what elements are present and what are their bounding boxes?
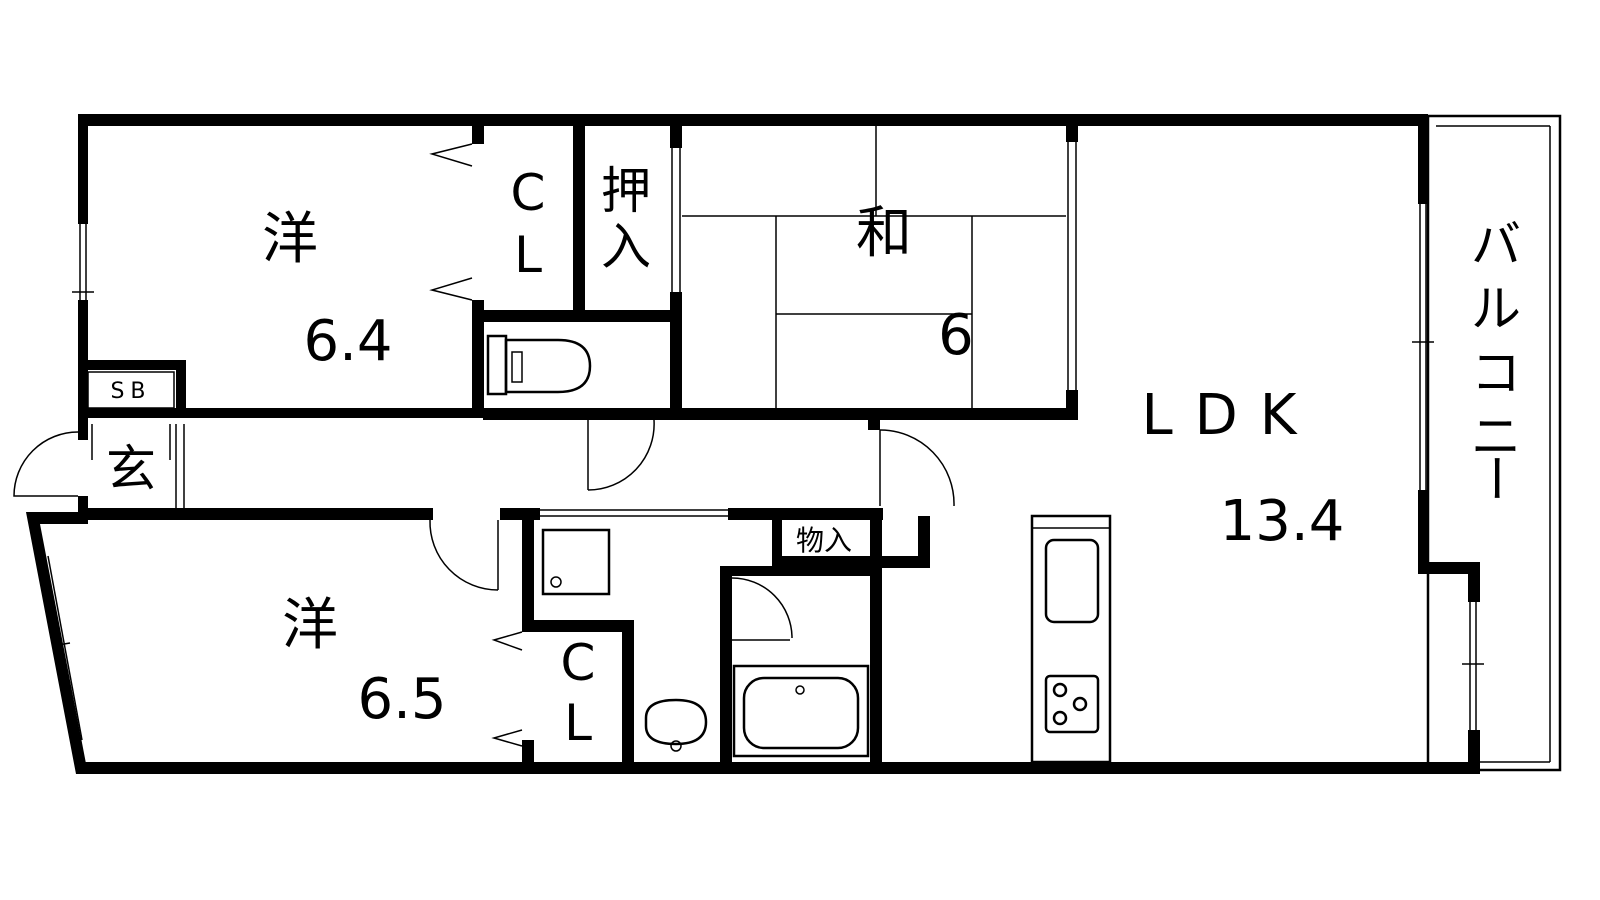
balcony-char-3: コ <box>1471 344 1521 402</box>
windows <box>41 114 1562 772</box>
japanese-name: 和 <box>856 201 912 266</box>
balcony-char-4: ニ <box>1471 408 1521 466</box>
sb-label: SB <box>110 379 151 404</box>
western-upper-size: 6.4 <box>303 309 392 374</box>
labels: 洋 6.4 C L 押 入 和 6 LDK 13.4 バ ル コ ニ ー SB … <box>106 162 1524 752</box>
western-upper-name: 洋 <box>262 207 318 272</box>
washbasin-icon <box>541 528 708 752</box>
cl-lower-c: C <box>561 634 596 692</box>
oshiire-bottom: 入 <box>601 218 651 276</box>
oshiire-top: 押 <box>601 162 651 220</box>
toilet-icon <box>486 334 592 396</box>
interior-walls <box>78 126 1078 774</box>
ldk-size: 13.4 <box>1220 489 1345 554</box>
balcony-char-2: ル <box>1471 280 1521 338</box>
western-lower-name: 洋 <box>282 593 338 658</box>
bathtub-icon <box>732 664 870 758</box>
cl-upper-l: L <box>514 226 542 284</box>
storage-label: 物入 <box>796 524 852 557</box>
western-lower-size: 6.5 <box>357 667 446 732</box>
doors <box>13 419 955 641</box>
ldk-name: LDK <box>1141 383 1318 448</box>
japanese-size: 6 <box>938 303 974 368</box>
genkan-label: 玄 <box>106 440 156 498</box>
kitchen-counter <box>1030 514 1112 764</box>
tatami-lines <box>682 126 1066 408</box>
balcony-char-5: ー <box>1466 453 1524 503</box>
sb-box <box>87 371 185 508</box>
cl-upper-c: C <box>511 164 546 222</box>
balcony-char-1: バ <box>1471 216 1521 274</box>
outer-walls <box>26 114 1480 774</box>
cl-lower-l: L <box>564 694 592 752</box>
